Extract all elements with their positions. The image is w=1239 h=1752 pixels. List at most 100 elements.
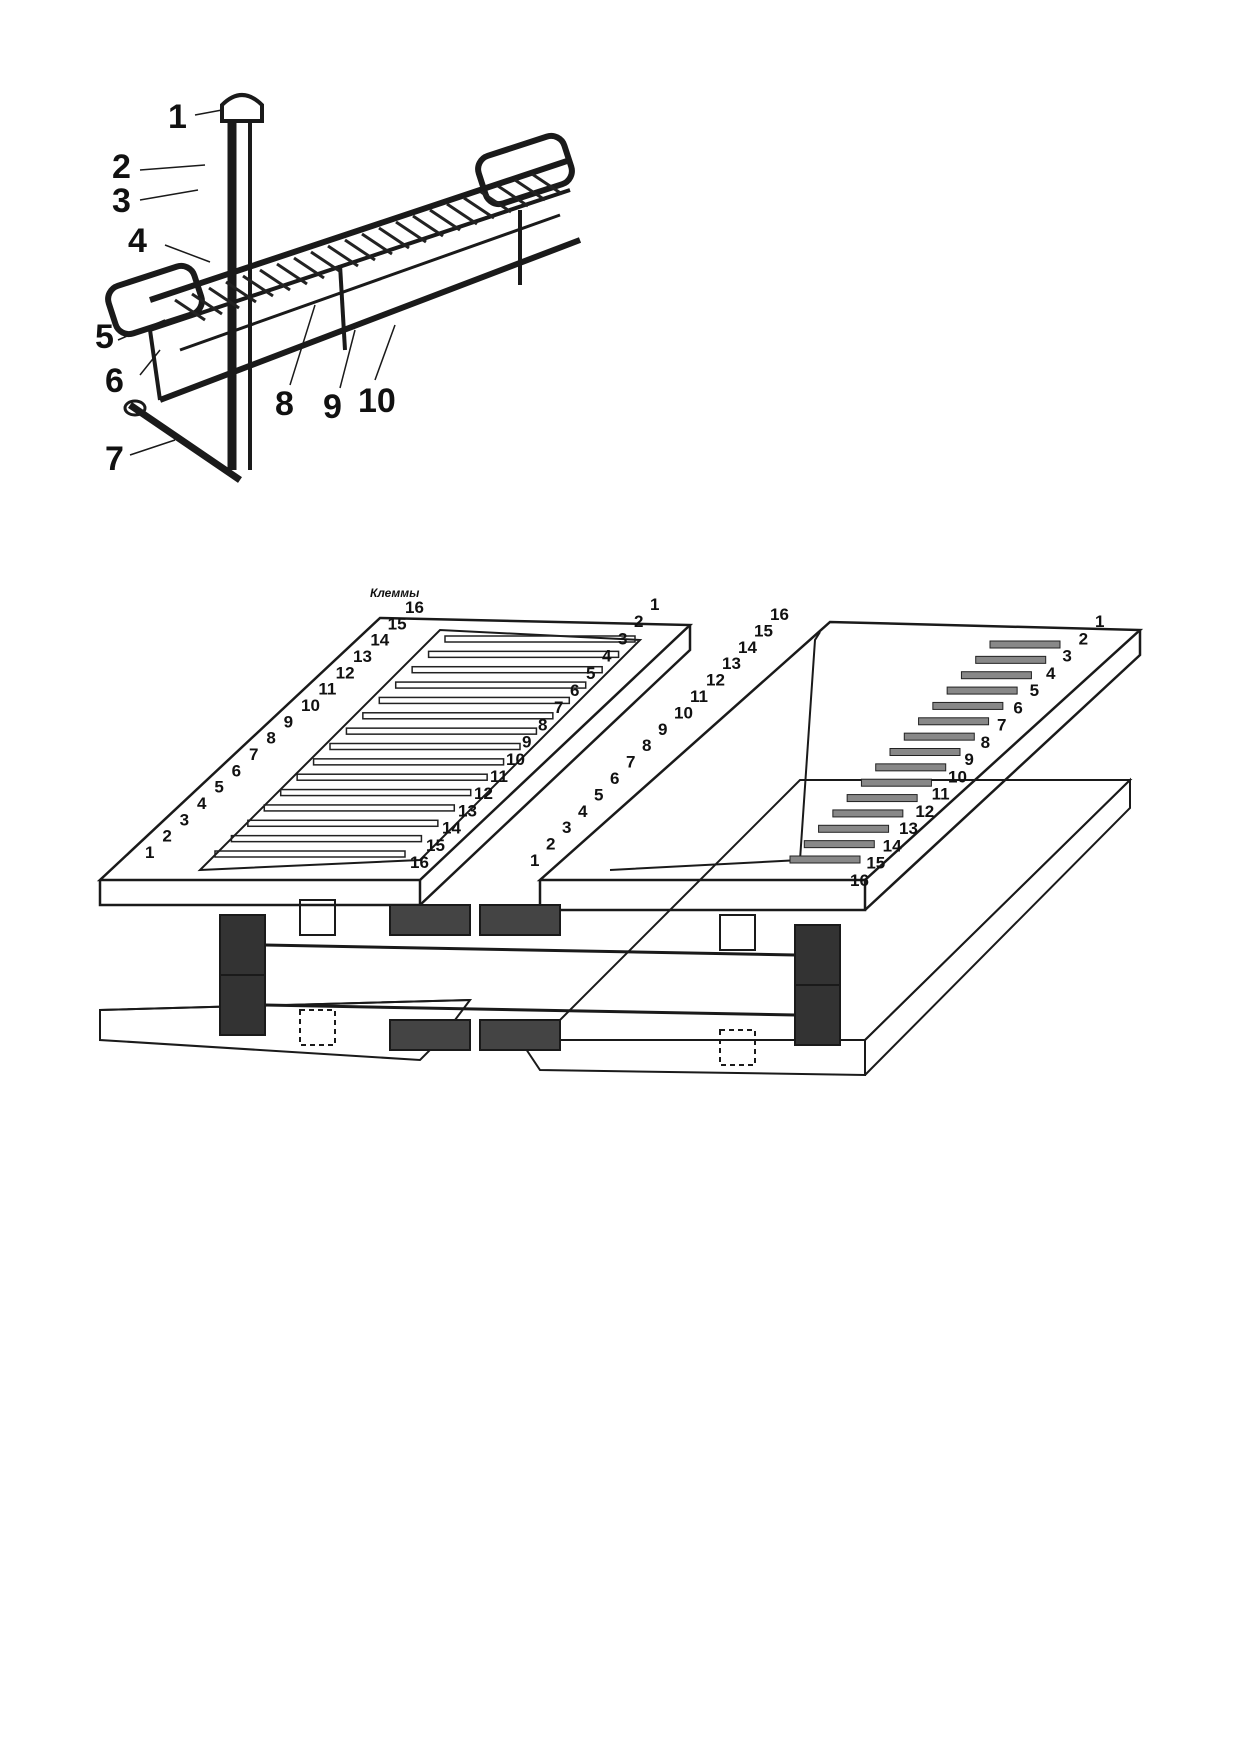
terminal-label: 5 bbox=[586, 664, 595, 683]
terminal-label: 16 bbox=[405, 598, 424, 617]
terminal-label: 12 bbox=[915, 802, 934, 821]
terminal-block bbox=[932, 701, 1004, 710]
rack-pin bbox=[429, 208, 461, 232]
terminal-label: 11 bbox=[932, 785, 950, 804]
connector-assembly bbox=[219, 899, 841, 1066]
rack-pin bbox=[225, 280, 257, 304]
terminal-label: 6 bbox=[1013, 698, 1022, 717]
terminal-label: 5 bbox=[1030, 681, 1039, 700]
terminal-label: 8 bbox=[642, 736, 651, 755]
terminal-label: 9 bbox=[522, 733, 531, 752]
terminal-label: 13 bbox=[899, 819, 918, 838]
terminal-label: 1 bbox=[1095, 612, 1104, 631]
terminal-label: 7 bbox=[249, 745, 258, 764]
terminal-label: 4 bbox=[197, 794, 207, 813]
terminal-label: 12 bbox=[336, 663, 355, 682]
terminal-block bbox=[960, 671, 1032, 680]
terminal-label: 3 bbox=[1062, 647, 1071, 666]
callout-4: 4 bbox=[128, 222, 147, 260]
heater-bar bbox=[345, 727, 538, 735]
heater-bar bbox=[263, 804, 456, 812]
terminal-label: 11 bbox=[490, 767, 508, 786]
terminal-label: 14 bbox=[370, 631, 389, 650]
heater-bar bbox=[230, 834, 423, 843]
terminal-label: 10 bbox=[948, 767, 967, 786]
rack-pin bbox=[446, 202, 478, 226]
rack-pins bbox=[174, 172, 563, 322]
terminal-label: 3 bbox=[180, 810, 189, 829]
rack-pin bbox=[208, 286, 240, 310]
rack-pin bbox=[310, 250, 342, 274]
terminal-label: 6 bbox=[610, 769, 619, 788]
terminal-label: 7 bbox=[554, 698, 563, 717]
rack-pin bbox=[514, 178, 546, 202]
terminal-label: 12 bbox=[706, 671, 725, 690]
right-panel bbox=[536, 620, 1144, 912]
heater-elements bbox=[214, 635, 1061, 864]
terminal-label: 15 bbox=[388, 614, 407, 633]
callout-leaders bbox=[117, 109, 396, 456]
clamps-label: Клеммы bbox=[370, 586, 420, 600]
terminal-label: 2 bbox=[546, 835, 555, 854]
heater-bar bbox=[329, 742, 521, 751]
rack-pin bbox=[463, 196, 495, 220]
terminal-label: 14 bbox=[442, 819, 461, 838]
terminal-label: 16 bbox=[770, 605, 789, 624]
rack-pin bbox=[174, 298, 206, 322]
terminal-block bbox=[860, 778, 932, 787]
rack-pin bbox=[531, 172, 563, 196]
terminal-label: 6 bbox=[570, 681, 579, 700]
terminal-label: 4 bbox=[602, 647, 612, 666]
left-panel bbox=[96, 616, 694, 907]
terminal-label: 16 bbox=[850, 871, 869, 890]
rack-pin bbox=[395, 220, 427, 244]
rack-pin bbox=[361, 232, 393, 256]
rack-pin bbox=[191, 292, 223, 316]
terminal-label: 10 bbox=[506, 750, 525, 769]
heater-bar bbox=[247, 819, 439, 828]
terminal-label: 15 bbox=[426, 836, 445, 855]
rack-pin bbox=[412, 214, 444, 238]
callout-5: 5 bbox=[95, 318, 114, 356]
terminal-block bbox=[818, 824, 890, 833]
callout-1: 1 bbox=[168, 98, 187, 136]
terminal-label: 8 bbox=[266, 729, 275, 748]
heater-bar bbox=[427, 650, 620, 659]
terminal-label: 13 bbox=[353, 647, 372, 666]
terminal-label: 1 bbox=[650, 595, 659, 614]
callout-7: 7 bbox=[105, 440, 124, 478]
terminal-label: 11 bbox=[690, 687, 708, 706]
terminal-label: 9 bbox=[658, 720, 667, 739]
terminal-label: 12 bbox=[474, 784, 493, 803]
callout-3: 3 bbox=[112, 182, 131, 220]
terminal-label: 7 bbox=[997, 716, 1006, 735]
terminal-label: 1 bbox=[530, 851, 539, 870]
terminal-label: 9 bbox=[284, 712, 293, 731]
terminal-label: 7 bbox=[626, 753, 635, 772]
terminal-label: 2 bbox=[162, 827, 171, 846]
heater-bar bbox=[312, 758, 505, 766]
heater-bar bbox=[214, 850, 406, 858]
terminal-label: 13 bbox=[722, 654, 741, 673]
terminal-block bbox=[989, 640, 1061, 649]
callout-8: 8 bbox=[275, 385, 294, 423]
terminal-label: 2 bbox=[634, 612, 643, 631]
rack-pin bbox=[293, 256, 325, 280]
terminal-block bbox=[889, 748, 961, 756]
terminal-block bbox=[875, 763, 947, 772]
terminal-label: 8 bbox=[981, 733, 990, 752]
heater-bar bbox=[394, 681, 587, 689]
terminal-label: 10 bbox=[674, 703, 693, 722]
terminal-block bbox=[975, 655, 1047, 664]
terminal-label: 15 bbox=[754, 621, 773, 640]
heater-bar bbox=[411, 665, 603, 674]
terminal-label: 11 bbox=[318, 680, 336, 699]
terminal-block bbox=[803, 840, 875, 849]
terminal-label: 5 bbox=[214, 778, 223, 797]
terminal-block bbox=[789, 855, 861, 864]
heater-bar bbox=[378, 696, 571, 705]
terminal-label: 3 bbox=[618, 629, 627, 648]
